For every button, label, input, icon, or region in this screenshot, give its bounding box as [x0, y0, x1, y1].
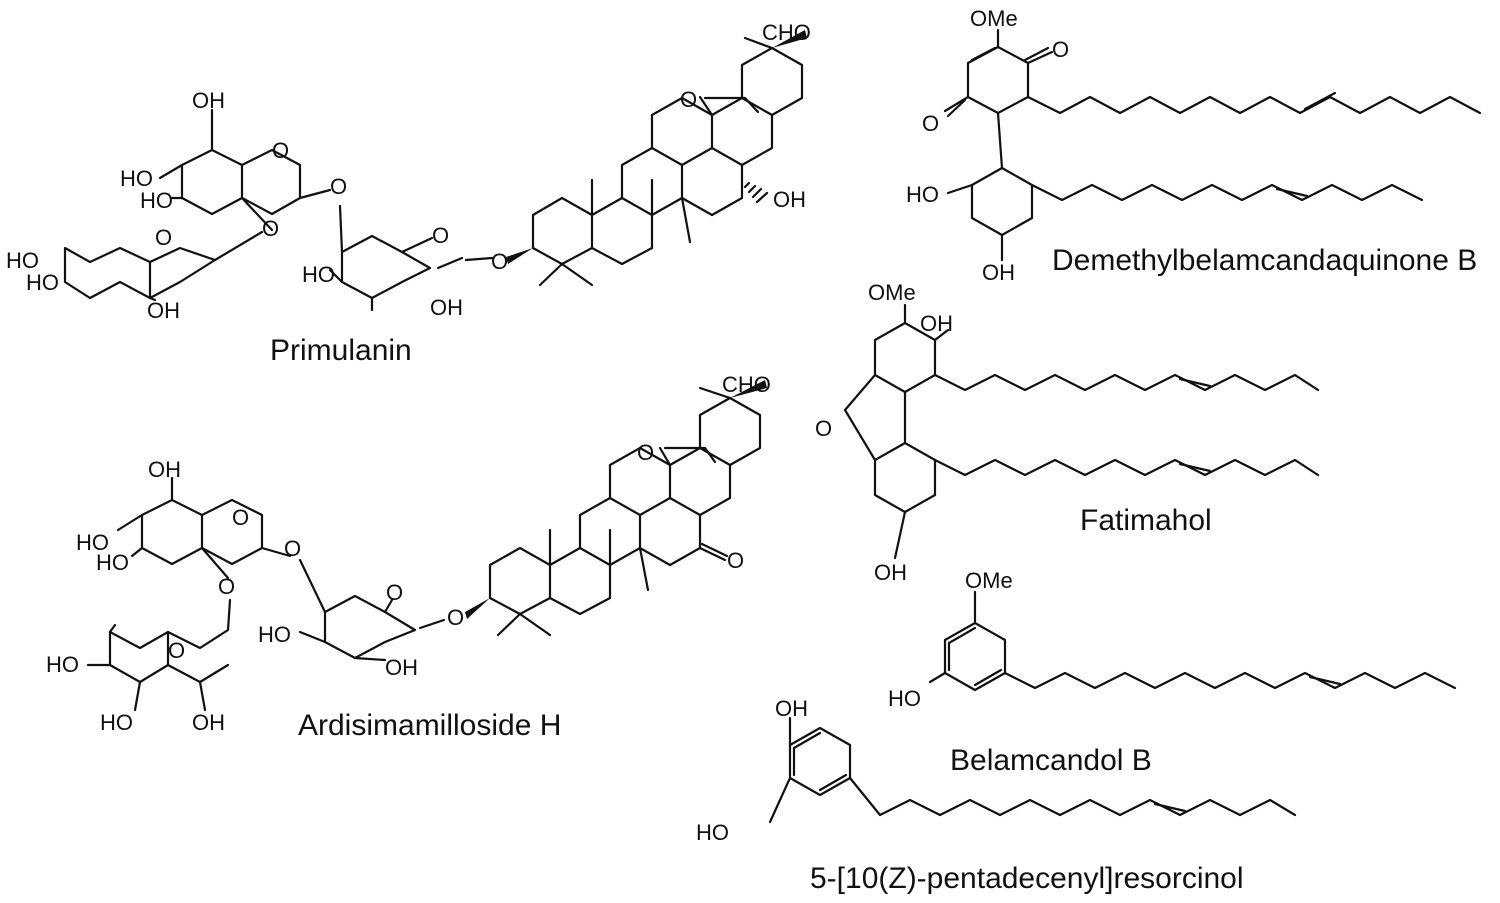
svg-text:HO: HO — [140, 188, 173, 213]
svg-text:OH: OH — [385, 655, 418, 680]
svg-text:HO: HO — [302, 262, 335, 287]
svg-text:OH: OH — [430, 295, 463, 320]
svg-text:OH: OH — [773, 187, 806, 212]
svg-text:CHO: CHO — [762, 20, 811, 45]
svg-text:OH: OH — [982, 260, 1015, 285]
belamcandol-structure: OMe HO Belamcandol B — [888, 568, 1457, 777]
svg-text:OMe: OMe — [970, 6, 1018, 31]
svg-text:OMe: OMe — [965, 568, 1013, 593]
demethylbelamcandaquinone-structure: OMe O O HO OH Demethylbelamcandaquinone … — [906, 6, 1482, 285]
svg-text:O: O — [330, 174, 347, 199]
svg-text:HO: HO — [100, 710, 133, 735]
primulanin-label: Primulanin — [270, 334, 412, 367]
svg-text:O: O — [272, 138, 289, 163]
svg-text:OMe: OMe — [868, 280, 916, 305]
svg-text:HO: HO — [258, 622, 291, 647]
svg-text:O: O — [815, 416, 832, 441]
svg-text:OH: OH — [775, 696, 808, 721]
svg-text:O: O — [1052, 37, 1069, 62]
svg-text:OH: OH — [147, 298, 180, 323]
svg-text:OH: OH — [920, 311, 953, 336]
svg-text:O: O — [262, 216, 279, 241]
svg-text:OH: OH — [192, 710, 225, 735]
svg-text:OH: OH — [148, 457, 181, 482]
svg-text:HO: HO — [6, 248, 39, 273]
svg-text:O: O — [491, 249, 508, 274]
svg-text:HO: HO — [96, 550, 129, 575]
svg-text:O: O — [232, 505, 249, 530]
svg-text:O: O — [284, 536, 301, 561]
svg-text:O: O — [432, 223, 449, 248]
fatimahol-structure: OMe OH O OH Fatimahol — [815, 280, 1320, 585]
ardisimamilloside-structure: CHO O O O O O HO OH O OH HO HO O O — [46, 372, 771, 742]
svg-text:O: O — [922, 111, 939, 136]
svg-text:HO: HO — [696, 820, 729, 845]
svg-text:HO: HO — [120, 166, 153, 191]
svg-text:HO: HO — [46, 652, 79, 677]
ardisimamilloside-label: Ardisimamilloside H — [298, 709, 561, 742]
svg-text:O: O — [168, 638, 185, 663]
svg-text:OH: OH — [874, 560, 907, 585]
svg-text:O: O — [447, 605, 464, 630]
svg-text:O: O — [155, 225, 172, 250]
resorcinol-structure: OH HO 5-[10(Z)-pentadecenyl]resorcinol — [696, 696, 1297, 895]
svg-text:HO: HO — [906, 182, 939, 207]
svg-text:O: O — [727, 548, 744, 573]
resorcinol-label: 5-[10(Z)-pentadecenyl]resorcinol — [810, 862, 1244, 895]
svg-text:HO: HO — [888, 686, 921, 711]
svg-text:O: O — [637, 440, 654, 465]
demethylbelamcandaquinone-label: Demethylbelamcandaquinone B — [1052, 244, 1477, 277]
svg-text:HO: HO — [26, 270, 59, 295]
fatimahol-label: Fatimahol — [1080, 504, 1212, 537]
svg-text:O: O — [386, 580, 403, 605]
belamcandol-label: Belamcandol B — [950, 744, 1152, 777]
svg-text:O: O — [218, 574, 235, 599]
svg-text:O: O — [680, 87, 697, 112]
primulanin-structure: CHO O OH O O O HO OH O OH HO HO O O — [6, 20, 811, 367]
svg-text:CHO: CHO — [722, 372, 771, 397]
svg-text:OH: OH — [192, 88, 225, 113]
svg-text:HO: HO — [76, 530, 109, 555]
